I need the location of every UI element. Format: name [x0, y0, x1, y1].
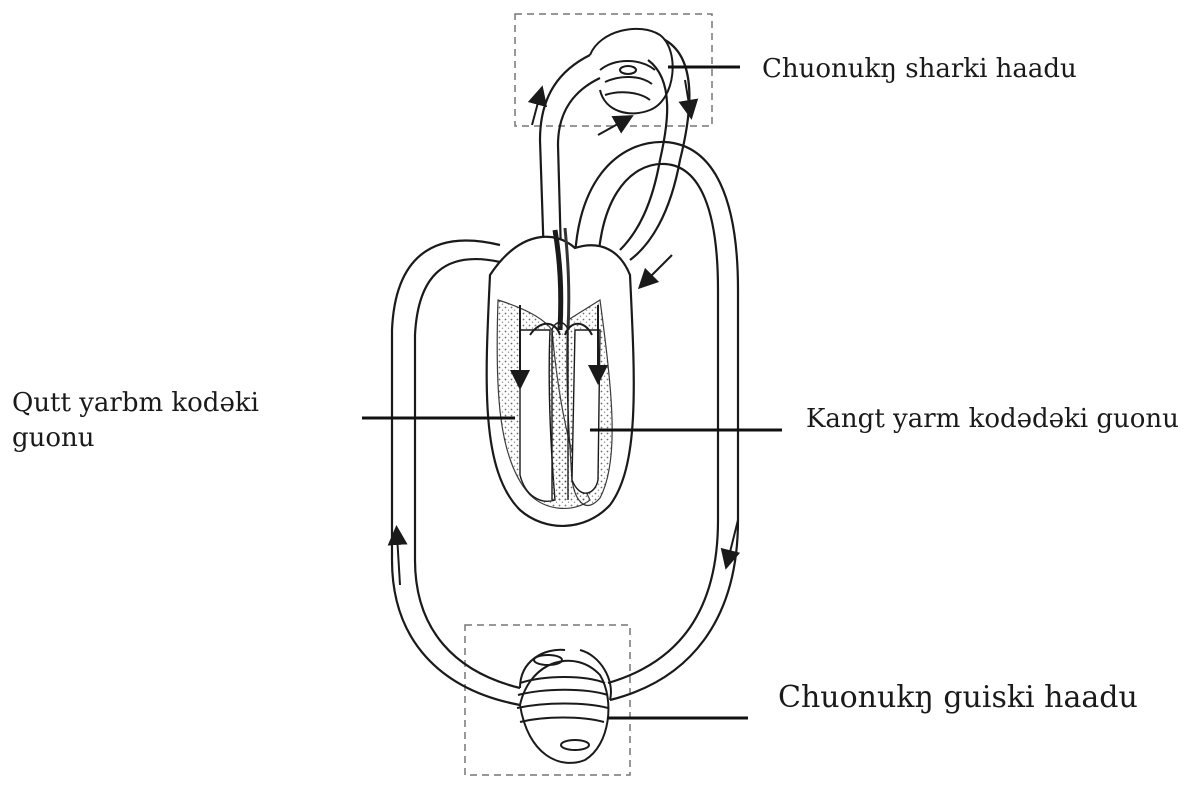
label-left-ventricle: Kangt yarm kodədəki guonu	[806, 402, 1179, 437]
pulmonary-capillary-bed	[590, 29, 673, 114]
label-right-ventricle-line2: guonu	[12, 423, 95, 453]
label-pulmonary-capillaries: Chuonukŋ sharki haadu	[762, 52, 1077, 87]
label-right-ventricle-line1: Qutt yarbm kodəki	[12, 388, 259, 418]
systemic-capillary-box	[465, 625, 630, 775]
systemic-capillary-bed	[517, 650, 611, 763]
label-systemic-capillaries: Chuonukŋ guiski haadu	[778, 678, 1138, 719]
heart	[487, 228, 634, 526]
label-right-ventricle: Qutt yarbm kodəki guonu	[12, 386, 312, 456]
